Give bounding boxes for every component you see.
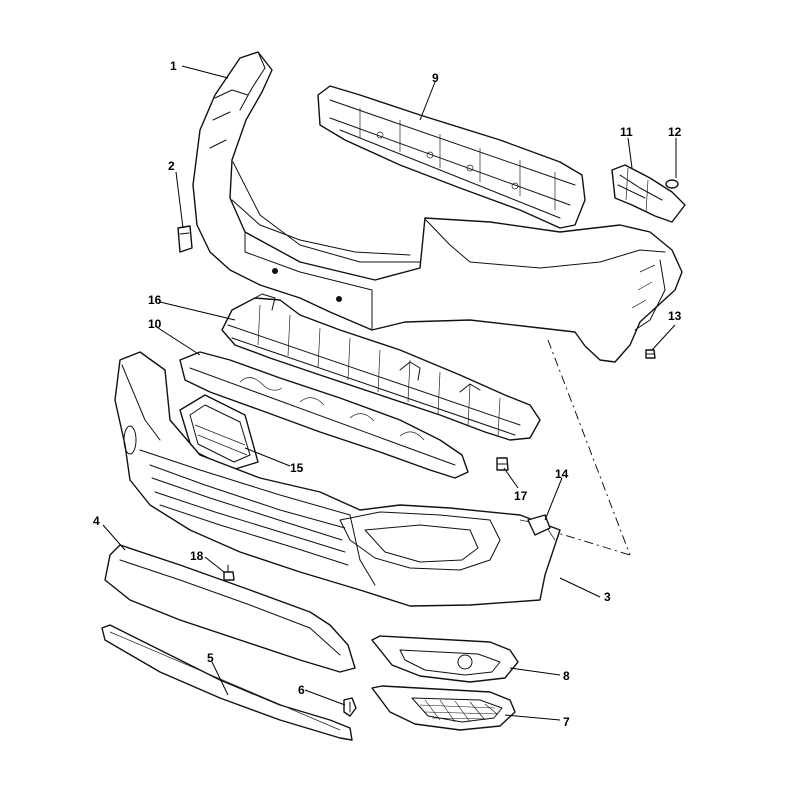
callout-17: 17 [514,489,528,503]
callout-1: 1 [170,59,177,73]
part-12-clip [665,179,679,189]
leader-lines [102,65,677,721]
callout-9: 9 [432,71,439,85]
callout-2: 2 [168,159,175,173]
callout-13: 13 [668,309,682,323]
part-1-upper-fascia [192,51,683,363]
callout-15: 15 [290,461,304,475]
part-5-trim-strip [101,624,353,741]
callout-4: 4 [93,514,100,528]
part-16-absorber [221,293,541,441]
callout-8: 8 [563,669,570,683]
part-9-reinforcement-bar [317,85,586,229]
callout-7: 7 [563,715,570,729]
callout-labels: 1 2 3 4 5 6 7 8 9 10 11 12 13 14 15 16 1… [93,59,682,729]
part-18-fastener [223,564,235,581]
part-6-push-pin [343,697,357,717]
callout-3: 3 [604,590,611,604]
callout-12: 12 [668,125,682,139]
part-2-cover-clip [177,225,193,253]
callout-16: 16 [148,293,162,307]
callout-6: 6 [298,683,305,697]
part-14-bracket [527,514,551,536]
part-3-lower-fascia [114,351,561,607]
callout-10: 10 [148,317,162,331]
callout-18: 18 [190,549,204,563]
part-13-screw [645,349,656,359]
part-11-side-bracket [611,164,686,223]
part-10-lower-absorber [179,351,469,479]
alignment-lines [547,339,631,556]
callout-14: 14 [555,467,569,481]
callout-5: 5 [207,651,214,665]
part-4-skid-plate [104,544,356,673]
part-7-grille-bezel [371,685,516,731]
part-8-fog-bezel [371,635,519,683]
part-17-fastener [496,457,509,471]
callout-11: 11 [620,125,633,139]
